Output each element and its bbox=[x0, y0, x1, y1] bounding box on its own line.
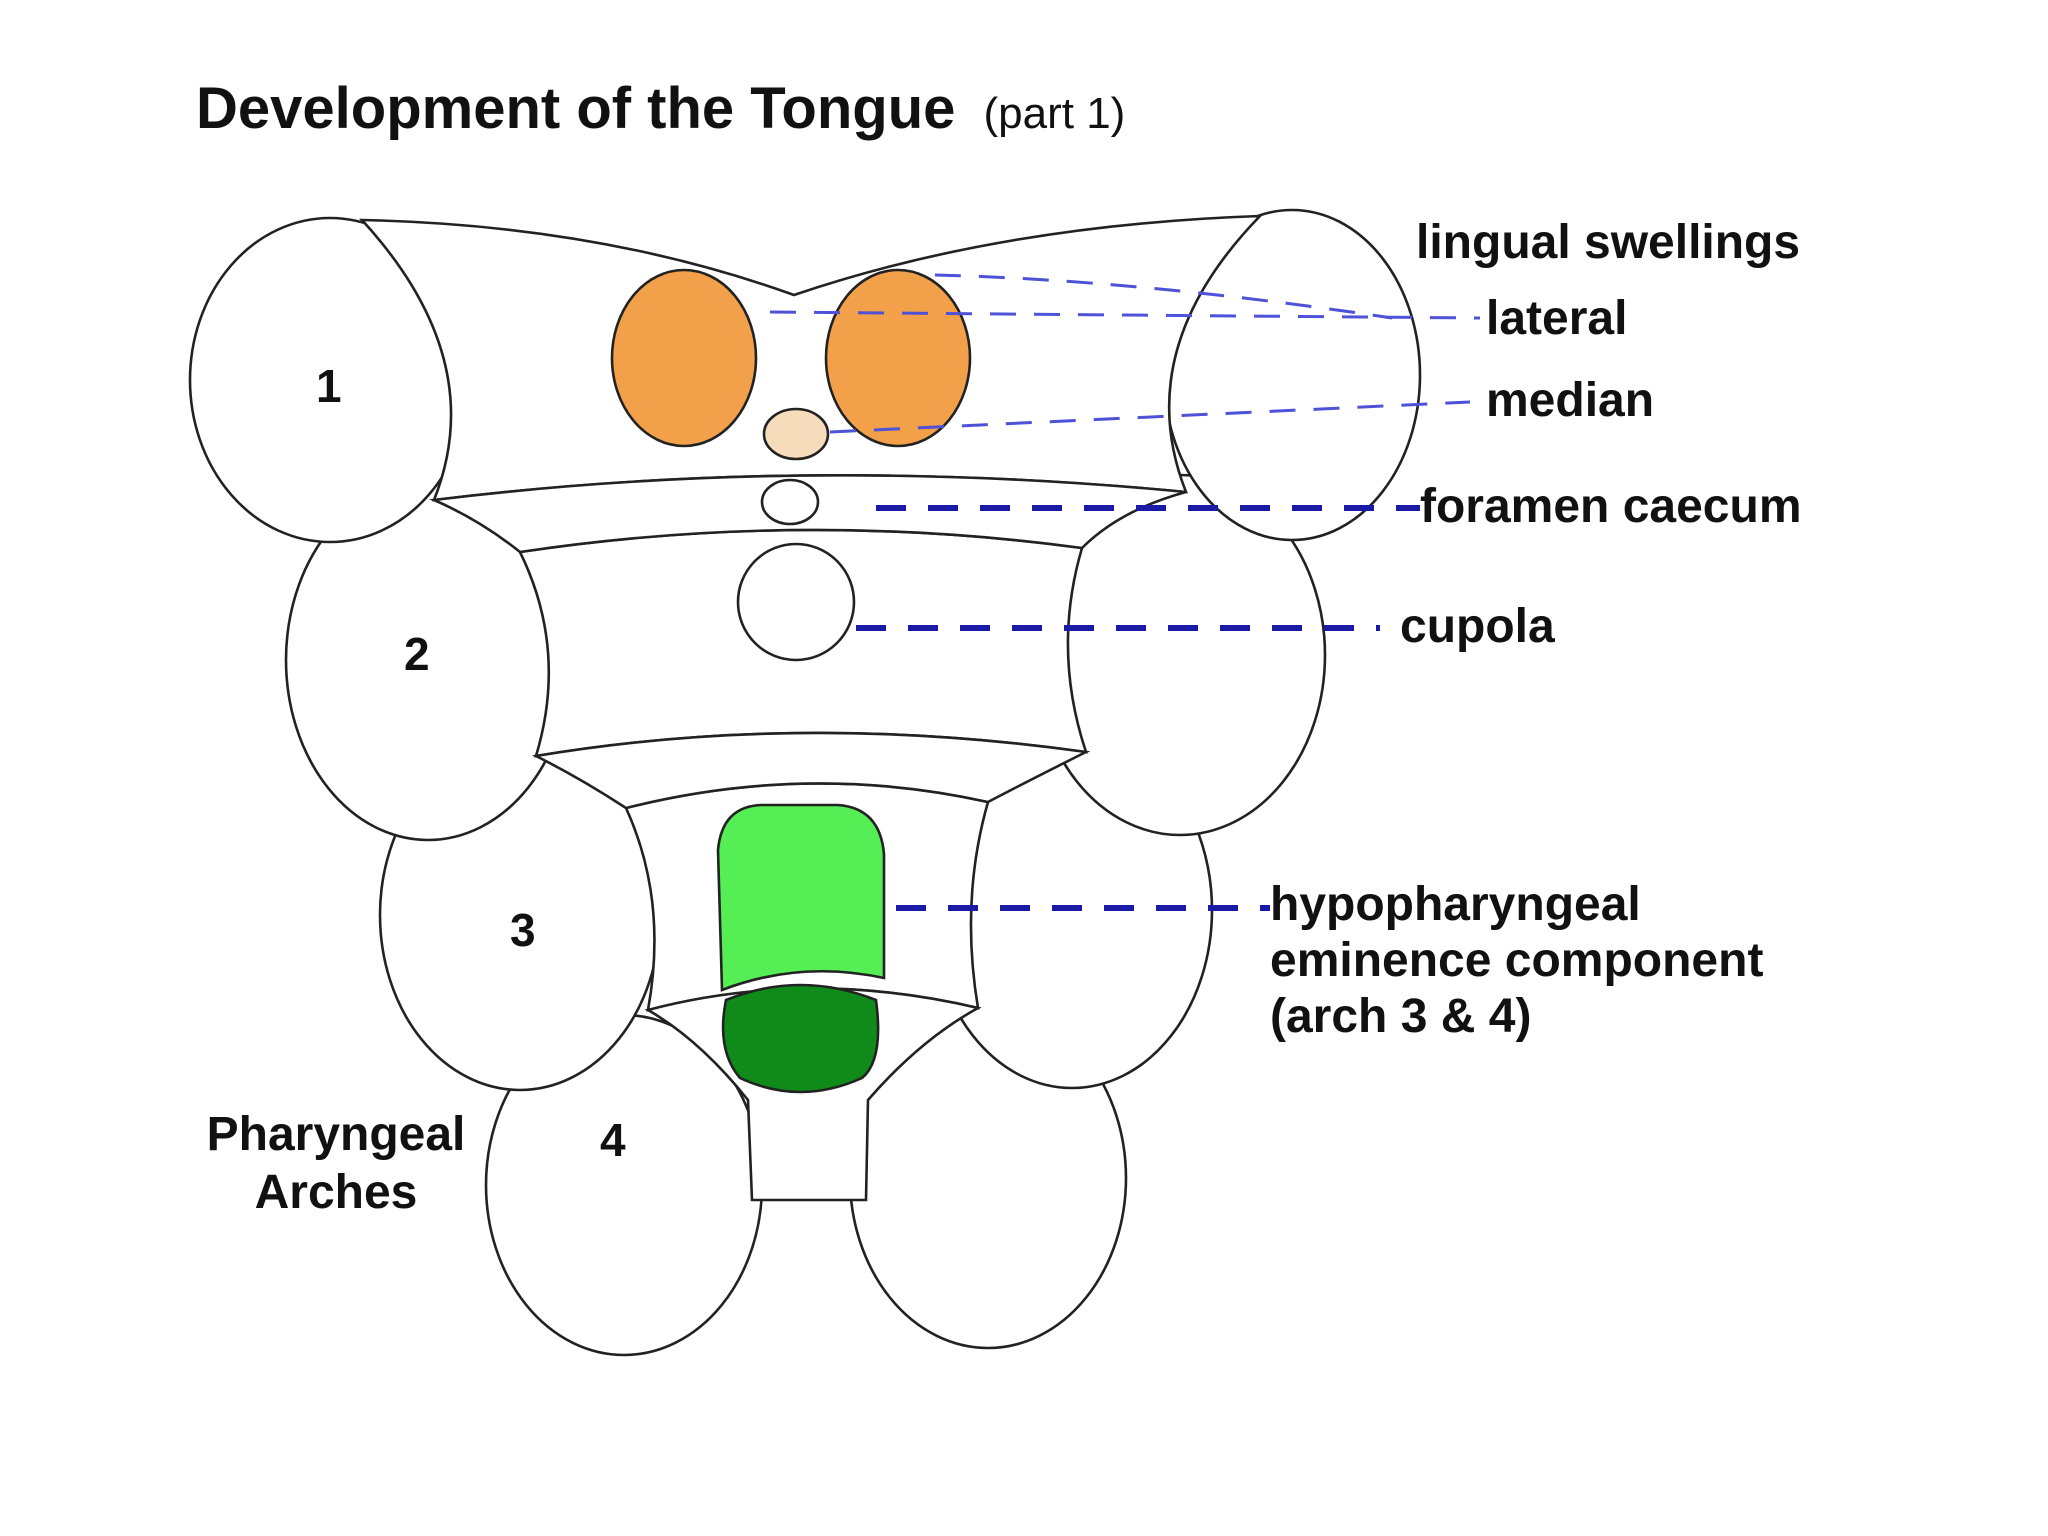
median-leader bbox=[829, 400, 1471, 434]
diagram-title: Development of the Tongue (part 1) bbox=[196, 76, 1125, 141]
lateral-swelling-right bbox=[824, 268, 972, 448]
label-median: median bbox=[1486, 374, 1654, 427]
title-main: Development of the Tongue bbox=[196, 76, 955, 141]
label-hypopharyngeal-line1: hypopharyngeal bbox=[1270, 878, 1641, 931]
label-hypopharyngeal-line3: (arch 3 & 4) bbox=[1270, 990, 1531, 1043]
arch-numbers: 1 2 3 4 bbox=[316, 360, 626, 1166]
arch-number-2: 2 bbox=[404, 628, 430, 680]
hypopharyngeal-eminence-upper bbox=[716, 803, 886, 992]
title-suffix: (part 1) bbox=[984, 89, 1126, 138]
label-foramen-caecum: foramen caecum bbox=[1420, 480, 1802, 533]
lateral-leader-upper bbox=[934, 273, 1393, 320]
label-cupola: cupola bbox=[1400, 600, 1555, 653]
foramen-caecum bbox=[760, 478, 820, 526]
arch-2-3-band bbox=[531, 731, 1091, 810]
arch-number-3: 3 bbox=[510, 904, 536, 956]
leader-lines bbox=[769, 273, 1481, 911]
hypopharyngeal-eminence-lower bbox=[721, 983, 880, 1094]
label-hypopharyngeal-line2: eminence component bbox=[1270, 934, 1763, 987]
median-swelling bbox=[762, 407, 830, 461]
label-lingual-swellings: lingual swellings bbox=[1416, 216, 1800, 269]
cupola bbox=[736, 542, 856, 662]
structure-labels: lingual swellings lateral median foramen… bbox=[1270, 216, 1802, 1043]
pharyngeal-arches-label-line2: Arches bbox=[255, 1166, 418, 1219]
arch-number-4: 4 bbox=[600, 1114, 626, 1166]
lateral-swelling-left bbox=[610, 268, 758, 448]
lateral-leader-lower bbox=[769, 310, 1481, 320]
label-lateral: lateral bbox=[1486, 292, 1627, 345]
arch-number-1: 1 bbox=[316, 360, 342, 412]
pharyngeal-arches-label-line1: Pharyngeal bbox=[207, 1108, 466, 1161]
